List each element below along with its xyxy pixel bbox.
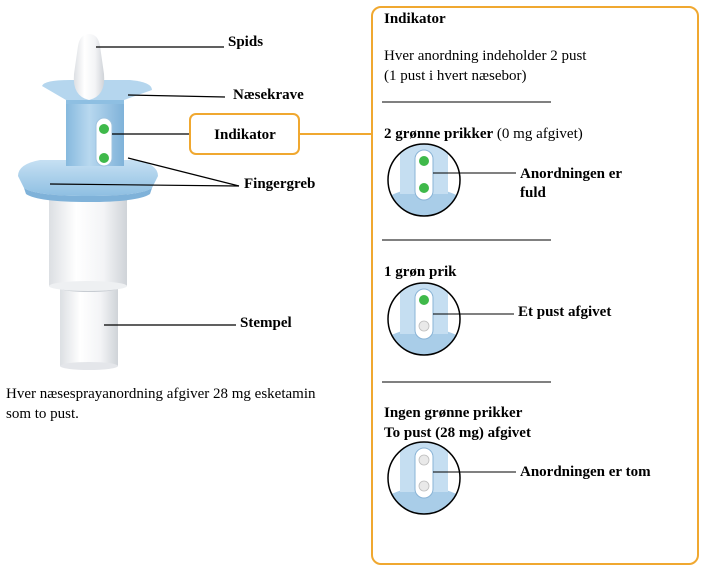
state-one-spray-description: Et pust afgivet — [518, 304, 611, 320]
tip-part — [73, 34, 105, 100]
tip-label: Spids — [228, 34, 263, 50]
state-one-spray-heading: 1 grøn prik — [384, 264, 457, 280]
upper-body — [66, 96, 124, 166]
indicator-callout: Indikator — [189, 113, 372, 155]
finger-grip-leader-lower — [49, 183, 240, 187]
state-empty-heading-line-1: Ingen grønne prikker — [384, 405, 523, 421]
nose-rest-leader — [127, 94, 226, 98]
indicator-intro-line-2: (1 pust i hvert næsebor) — [384, 68, 526, 84]
state-empty-dot-top — [418, 454, 430, 466]
indicator-panel-border — [371, 6, 699, 565]
finger-grip-part — [18, 160, 158, 202]
device-green-dot-bottom — [99, 153, 109, 163]
state-full-window-illustration — [388, 144, 460, 216]
state-full-dot-top — [419, 156, 429, 166]
finger-grip-leader-upper — [127, 157, 240, 187]
state-full-circle — [387, 143, 461, 217]
state-one-spray: 1 grøn prik Et pust afgivet — [384, 264, 611, 356]
state-full: 2 grønne prikker (0 mg afgivet) Anordnin… — [384, 126, 622, 217]
indicator-label: Indikator — [214, 127, 276, 143]
state-empty-dot-bottom — [418, 480, 430, 492]
indicator-panel-title: Indikator — [384, 11, 446, 27]
plunger-label: Stempel — [240, 315, 292, 331]
plunger-part — [60, 284, 118, 370]
state-empty: Ingen grønne prikker To pust (28 mg) afg… — [384, 405, 651, 515]
indicator-panel: Indikator Hver anordning indeholder 2 pu… — [371, 6, 699, 565]
state-empty-circle — [387, 441, 461, 515]
lower-body — [49, 190, 127, 291]
finger-grip-label: Fingergreb — [244, 176, 315, 192]
device-leader-lines — [49, 46, 240, 326]
nose-rest-label: Næsekrave — [233, 87, 304, 103]
state-empty-window-illustration — [388, 442, 460, 514]
state-one-spray-circle — [387, 282, 461, 356]
device-indicator-window — [95, 117, 113, 167]
state-one-spray-window-illustration — [388, 283, 460, 355]
indicator-intro-line-1: Hver anordning indeholder 2 pust — [384, 48, 587, 64]
state-full-heading: 2 grønne prikker (0 mg afgivet) — [384, 126, 583, 142]
caption-line-1: Hver næsesprayanordning afgiver 28 mg es… — [6, 386, 316, 402]
device-green-dot-top — [99, 124, 109, 134]
state-empty-description: Anordningen er tom — [520, 464, 651, 480]
state-full-dot-bottom — [419, 183, 429, 193]
state-one-spray-dot-top — [419, 295, 429, 305]
state-empty-heading-line-2: To pust (28 mg) afgivet — [384, 425, 531, 441]
state-full-description-line-2: fuld — [520, 185, 547, 201]
state-full-description-line-1: Anordningen er — [520, 166, 622, 182]
state-one-spray-dot-bottom — [418, 320, 430, 332]
nasal-spray-device — [18, 34, 158, 370]
caption-line-2: som to pust. — [6, 406, 79, 422]
